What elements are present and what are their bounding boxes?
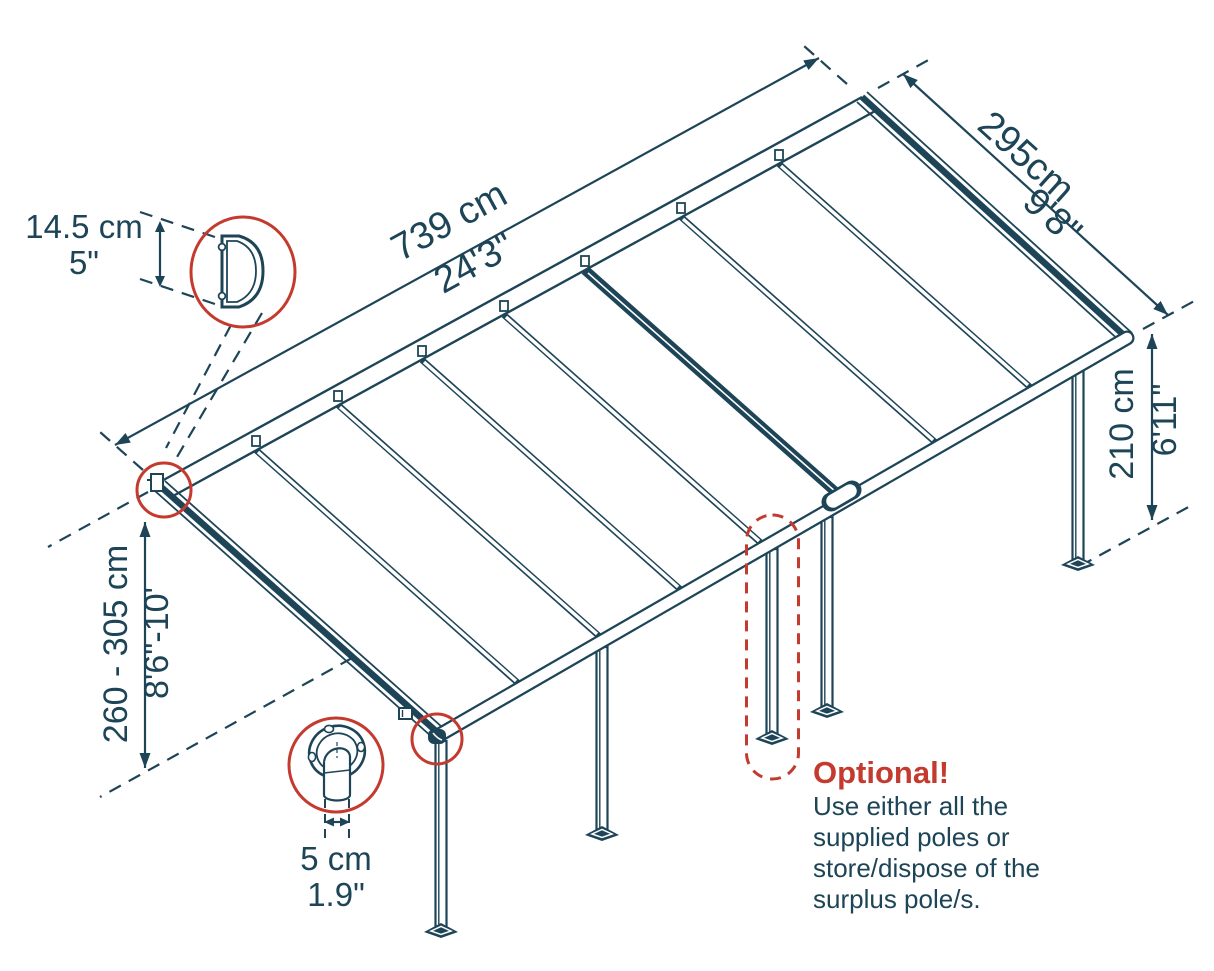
support-pole-front-left <box>424 739 458 938</box>
left-edge-rafter <box>154 480 443 738</box>
rafter-1 <box>253 447 521 686</box>
wall-profile-glyph <box>217 234 265 309</box>
pole-width-metric-label: 5 cm <box>300 840 372 877</box>
wall-corner-joint <box>147 473 164 492</box>
rafter-connector-thick <box>581 266 844 500</box>
mount-height-metric-label: 260 - 305 cm <box>97 545 135 743</box>
depth-dimension-line <box>902 73 1169 316</box>
rafter-6 <box>776 161 1033 390</box>
rafters <box>253 161 1033 686</box>
mount-height-imperial-label: 8'6"-10' <box>138 587 176 699</box>
wall-corner-highlight-circle <box>135 461 193 519</box>
length-dimension-line <box>114 57 820 446</box>
rafter-5 <box>678 214 938 445</box>
optional-note: Optional! Use either all the supplied po… <box>813 755 1040 914</box>
gutter-connector-sleeve <box>821 480 862 512</box>
optional-note-line4: surplus pole/s. <box>813 884 981 914</box>
wall-profile-height-arrow <box>155 221 165 287</box>
rafter-3 <box>419 357 683 592</box>
dimension-arrows <box>114 57 1169 841</box>
depth-metric-label: 295cm <box>970 103 1083 211</box>
optional-note-title: Optional! <box>813 755 949 790</box>
optional-note-line2: supplied poles or <box>813 822 1010 852</box>
optional-note-line3: store/dispose of the <box>813 853 1040 883</box>
roof-structure <box>147 91 1135 744</box>
pole-connector-glyph <box>307 724 367 802</box>
optional-pole-highlight <box>745 513 800 781</box>
pole-corner-highlight-circle <box>410 712 464 766</box>
support-pole-optional <box>755 547 789 745</box>
rafter-2 <box>335 402 602 639</box>
rafter-clip <box>398 707 413 720</box>
labels: 739 cm 24'3" 295cm 9'8" 210 cm 6'11" 260… <box>25 103 1184 914</box>
wall-profile-imperial-label: 5" <box>69 244 99 281</box>
gutter-corner-elbow <box>428 729 446 744</box>
support-pole-front-right <box>1061 366 1095 571</box>
wall-profile-metric-label: 14.5 cm <box>25 208 142 245</box>
pole-width-imperial-label: 1.9" <box>307 876 365 913</box>
beam-brackets <box>251 149 784 447</box>
rafter-4 <box>501 312 764 546</box>
support-poles <box>424 366 1095 938</box>
pole-width-arrow <box>324 799 350 841</box>
support-pole-4 <box>810 515 844 718</box>
clearance-metric-label: 210 cm <box>1103 368 1141 480</box>
clearance-imperial-label: 6'11" <box>1146 384 1184 457</box>
optional-note-line1: Use either all the <box>813 791 1008 821</box>
gutter-beam <box>433 330 1135 742</box>
pole-connector-detail-circle <box>287 716 385 814</box>
support-pole-2 <box>585 645 619 841</box>
